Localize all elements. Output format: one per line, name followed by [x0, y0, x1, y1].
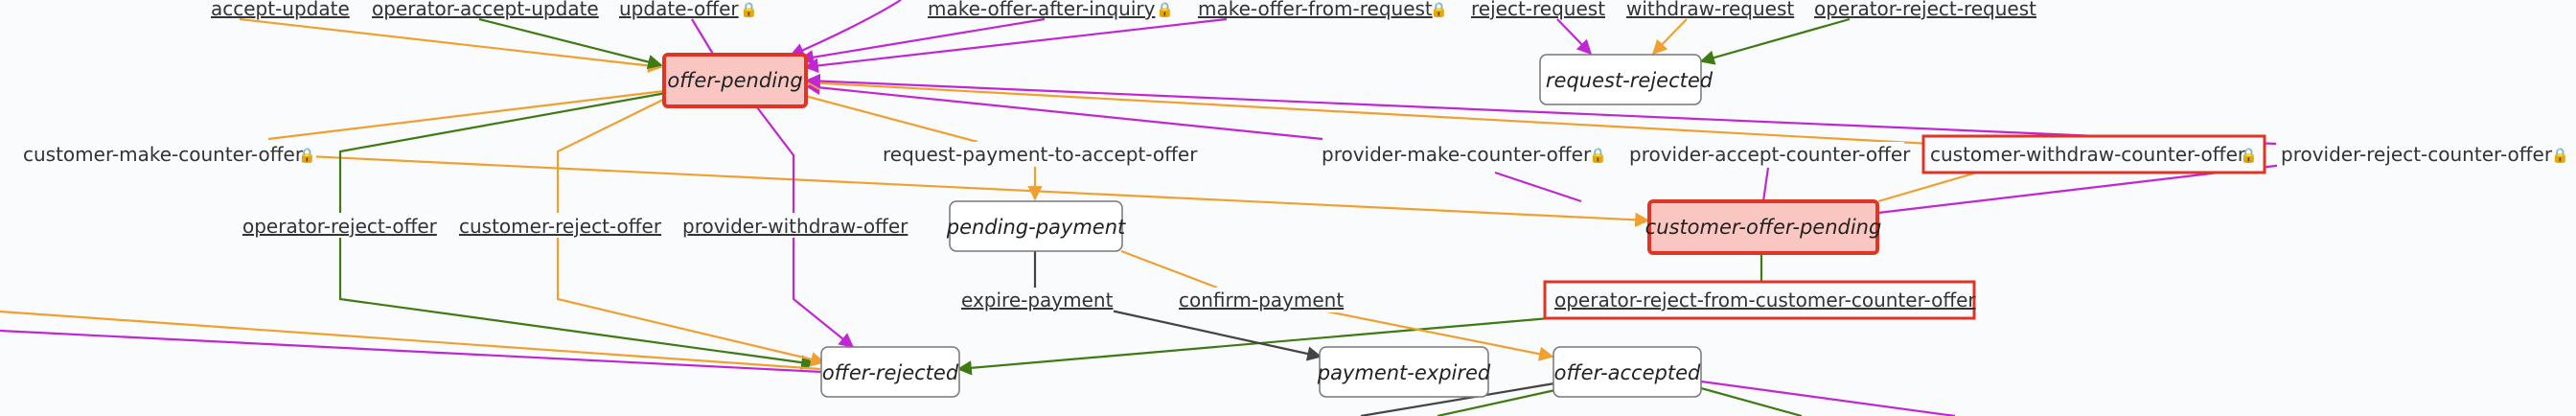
lock-icon: 🔒: [2551, 147, 2569, 164]
state-pending-payment-label: pending-payment: [946, 216, 1126, 239]
transition-operator-reject-request[interactable]: operator-reject-request: [1814, 0, 2036, 20]
state-offer-rejected[interactable]: offer-rejected: [820, 346, 960, 398]
transition-expire-payment[interactable]: expire-payment: [961, 289, 1114, 312]
edge-customer-withdraw-counter-offer-a: [805, 76, 1932, 146]
transition-labels: accept-update operator-accept-update upd…: [23, 0, 2569, 320]
state-request-rejected-label: request-rejected: [1546, 69, 1714, 92]
transition-confirm-payment[interactable]: confirm-payment: [1179, 289, 1344, 312]
state-offer-pending-label: offer-pending: [667, 69, 802, 92]
edge-operator-reject-request: [1699, 17, 1851, 65]
state-customer-offer-pending-label: customer-offer-pending: [1645, 216, 1882, 239]
state-offer-accepted[interactable]: offer-accepted: [1552, 346, 1702, 398]
lock-icon: 🔒: [740, 1, 758, 18]
edge-accepted-out-green-b: [1700, 386, 1803, 416]
state-pending-payment[interactable]: pending-payment: [946, 200, 1126, 252]
transition-provider-accept-counter-offer[interactable]: provider-accept-counter-offer: [1629, 143, 1911, 166]
transition-operator-accept-update[interactable]: operator-accept-update: [372, 0, 599, 20]
edge-provider-accept-counter-offer: [1761, 167, 1770, 202]
edge-left-orange: [0, 310, 821, 371]
edge-accepted-out-dark: [1360, 381, 1555, 416]
transition-make-offer-from-request[interactable]: make-offer-from-request: [1198, 0, 1433, 20]
states: offer-pending request-rejected pending-p…: [662, 53, 1882, 398]
edge-provider-reject-counter-offer-a: [805, 73, 2277, 146]
edge-request-payment-a: [804, 94, 978, 144]
state-payment-expired-label: payment-expired: [1317, 361, 1491, 384]
edge-confirm-payment-b: [1312, 307, 1554, 361]
transition-withdraw-request[interactable]: withdraw-request: [1626, 0, 1794, 20]
lock-icon: 🔒: [1156, 1, 1174, 18]
transition-request-payment-to-accept-offer[interactable]: request-payment-to-accept-offer: [883, 143, 1198, 166]
edge-customer-make-counter-offer-b: [287, 153, 1650, 228]
state-request-rejected[interactable]: request-rejected: [1539, 54, 1714, 105]
edge-confirm-payment-a: [1120, 249, 1218, 289]
edge-withdraw-request: [1651, 18, 1688, 56]
edge-accepted-out-green-a: [1437, 386, 1565, 416]
lock-icon: 🔒: [2240, 147, 2258, 164]
transition-operator-reject-offer[interactable]: operator-reject-offer: [242, 215, 438, 238]
edge-provider-make-counter-offer-a: [805, 80, 1323, 141]
edge-left-purple: [0, 329, 823, 374]
transition-operator-reject-from-customer-counter-offer[interactable]: operator-reject-from-customer-counter-of…: [1554, 289, 1976, 312]
transition-customer-withdraw-counter-offer[interactable]: customer-withdraw-counter-offer: [1930, 143, 2246, 166]
transition-provider-withdraw-offer[interactable]: provider-withdraw-offer: [682, 215, 908, 238]
edge-provider-make-counter-offer-b: [1494, 171, 1582, 203]
edge-make-offer-after-inquiry: [798, 17, 1046, 65]
edge-update-offer: [691, 18, 715, 57]
edge-expire-payment-b: [1101, 307, 1322, 361]
state-offer-rejected-label: offer-rejected: [822, 361, 959, 384]
transition-provider-make-counter-offer[interactable]: provider-make-counter-offer: [1322, 143, 1592, 166]
edge-from-top-purple: [789, 0, 902, 58]
lock-icon: 🔒: [1430, 1, 1448, 18]
transition-provider-reject-counter-offer[interactable]: provider-reject-counter-offer: [2281, 143, 2553, 166]
edge-accept-update: [239, 17, 663, 74]
lock-icon: 🔒: [1589, 147, 1607, 164]
transition-reject-request[interactable]: reject-request: [1471, 0, 1605, 20]
edge-reject-request: [1556, 18, 1593, 56]
edge-operator-reject-from-ccof-b: [956, 314, 1573, 376]
state-offer-accepted-label: offer-accepted: [1554, 361, 1701, 384]
edges: [0, 0, 2301, 416]
edge-accepted-out-purple: [1700, 380, 1956, 416]
state-payment-expired[interactable]: payment-expired: [1317, 346, 1491, 398]
state-offer-pending[interactable]: offer-pending: [662, 53, 808, 108]
transition-customer-make-counter-offer[interactable]: customer-make-counter-offer: [23, 143, 304, 166]
lock-icon: 🔒: [298, 147, 316, 164]
state-customer-offer-pending[interactable]: customer-offer-pending: [1645, 199, 1882, 255]
transition-make-offer-after-inquiry[interactable]: make-offer-after-inquiry: [928, 0, 1156, 20]
edge-operator-accept-update: [478, 17, 663, 70]
transition-accept-update[interactable]: accept-update: [211, 0, 350, 20]
edge-make-offer-from-request: [803, 17, 1228, 74]
transition-customer-reject-offer[interactable]: customer-reject-offer: [459, 215, 662, 238]
edge-customer-make-counter-offer-a: [267, 89, 665, 141]
transition-update-offer[interactable]: update-offer: [619, 0, 739, 20]
